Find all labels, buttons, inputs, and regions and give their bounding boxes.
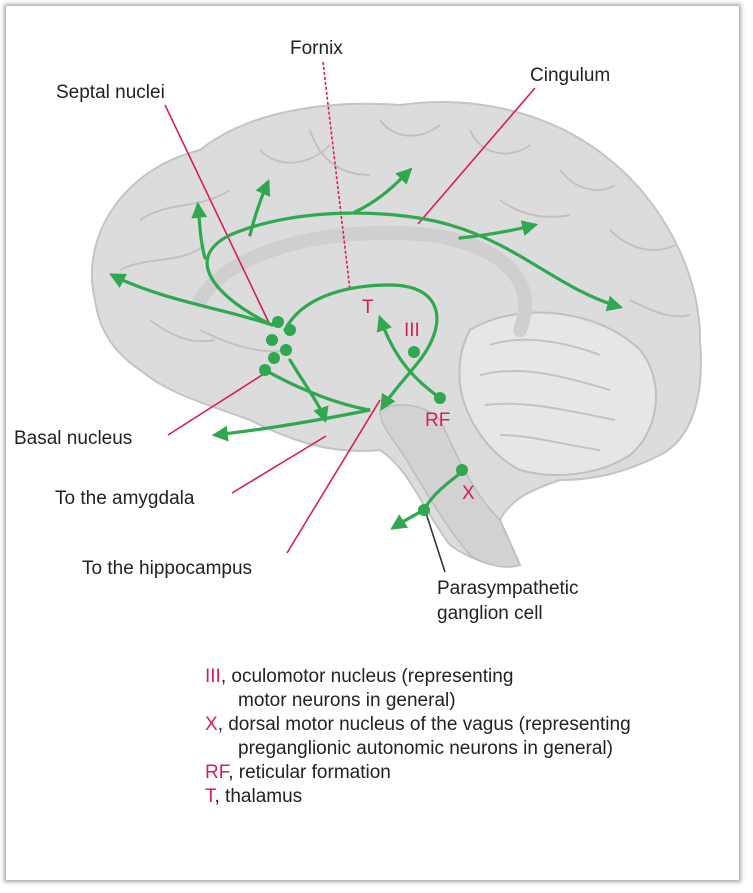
leader-fornix <box>322 61 351 291</box>
leader-basal <box>167 369 271 436</box>
label-fornix: Fornix <box>290 38 343 59</box>
septal-dot-1 <box>272 316 284 328</box>
leader-cingulum <box>417 87 536 225</box>
label-septal-nuclei: Septal nuclei <box>56 82 165 103</box>
leader-amygdala <box>231 435 327 494</box>
pathway-cingulum-main <box>205 211 624 327</box>
septal-dot-4 <box>280 344 292 356</box>
legend-cont: preganglionic autonomic neurons in gener… <box>238 738 613 759</box>
legend-abbr: X <box>205 714 218 735</box>
legend-text: , oculomotor nucleus (representing <box>220 666 514 687</box>
septal-dot-3 <box>266 334 278 346</box>
pathway-superior <box>353 167 413 214</box>
legend-item-t: T, thalamus <box>205 785 631 809</box>
ganglion-dot <box>418 504 430 516</box>
label-to-amygdala: To the amygdala <box>55 488 195 509</box>
label-cingulum: Cingulum <box>530 65 611 86</box>
abbr-iii: III <box>404 320 420 341</box>
basal-dot <box>259 364 271 376</box>
leader-lines <box>164 61 536 554</box>
pathway-rf-to-t <box>376 314 442 400</box>
legend-text: , dorsal motor nucleus of the vagus (rep… <box>217 714 631 735</box>
septal-dot-2 <box>284 324 296 336</box>
label-parasympathetic-1: Parasympathetic <box>437 578 579 599</box>
legend-abbr: RF <box>205 762 229 783</box>
pathway-upper-branch <box>248 179 271 237</box>
legend-abbr: III <box>205 666 221 687</box>
legend-item-x: X, dorsal motor nucleus of the vagus (re… <box>205 713 631 737</box>
pathways <box>109 167 624 530</box>
label-basal-nucleus: Basal nucleus <box>14 428 133 449</box>
leader-septal <box>164 104 271 326</box>
abbr-rf: RF <box>425 410 451 431</box>
legend: III, oculomotor nucleus (representing mo… <box>205 665 631 809</box>
abbr-x: X <box>462 483 475 504</box>
leader-hippocampus <box>286 399 381 554</box>
x-dot <box>456 464 468 476</box>
leader-parasympathetic <box>424 509 446 573</box>
pathway-basal-to-cortex <box>211 368 371 442</box>
legend-abbr: T <box>205 786 215 807</box>
label-parasympathetic-2: ganglion cell <box>437 603 543 624</box>
legend-text: , thalamus <box>214 786 303 807</box>
iii-dot <box>408 346 420 358</box>
rf-dot <box>434 392 446 404</box>
legend-cont: motor neurons in general) <box>238 690 456 711</box>
legend-item-rf: RF, reticular formation <box>205 761 631 785</box>
pathway-frontal-branch <box>191 201 208 260</box>
legend-text: , reticular formation <box>228 762 391 783</box>
pathway-fornix-arc <box>283 283 439 411</box>
pathway-posterior-branch <box>458 220 539 240</box>
pathway-to-frontal <box>109 273 274 327</box>
legend-item-iii: III, oculomotor nucleus (representing <box>205 665 631 689</box>
nuclei-dots <box>259 316 468 516</box>
septal-dot-5 <box>268 352 280 364</box>
abbr-t: T <box>362 297 374 318</box>
label-to-hippocampus: To the hippocampus <box>82 558 253 579</box>
